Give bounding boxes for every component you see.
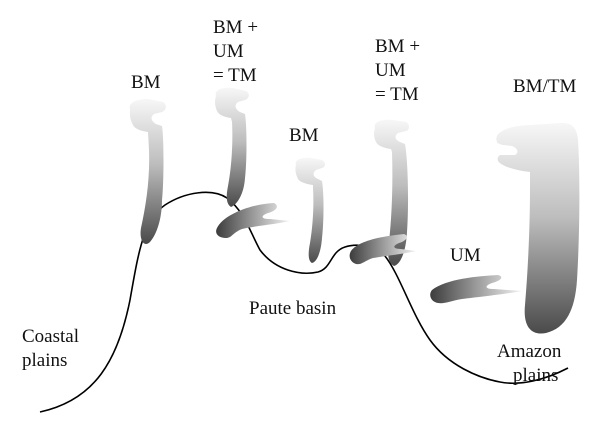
label-bmum-2-line-1: BM + bbox=[375, 36, 420, 57]
label-coastal-plains: Coastal plains bbox=[22, 326, 84, 371]
forest-shape-bmtm bbox=[496, 122, 580, 334]
forest-shape-bmum-2 bbox=[374, 119, 409, 266]
label-bmum-2-line-3: = TM bbox=[375, 84, 419, 105]
label-bmum-2: BM + UM = TM bbox=[375, 36, 425, 105]
forest-shape-bm-2 bbox=[295, 157, 325, 263]
label-coastal-line-1: Coastal bbox=[22, 326, 79, 347]
label-bmum-1-line-2: UM bbox=[213, 41, 244, 62]
label-amazon-line-2: plains bbox=[513, 365, 558, 386]
forest-shape-um-2 bbox=[349, 234, 416, 265]
label-bmum-2-line-2: UM bbox=[375, 60, 406, 81]
forest-shape-bmum-1 bbox=[215, 87, 249, 207]
forest-shape-um-3 bbox=[430, 275, 522, 304]
label-bmtm: BM/TM bbox=[513, 76, 576, 97]
terrain-profile bbox=[39, 191, 569, 413]
label-amazon-line-1: Amazon bbox=[497, 341, 562, 362]
label-bmum-1-line-3: = TM bbox=[213, 65, 257, 86]
label-bm-2: BM bbox=[289, 125, 319, 146]
label-um: UM bbox=[450, 245, 481, 266]
label-coastal-line-2: plains bbox=[22, 350, 67, 371]
label-bm-1: BM bbox=[131, 72, 161, 93]
forest-shape-bm-1 bbox=[129, 99, 166, 245]
label-amazon-plains: Amazon plains bbox=[497, 341, 566, 386]
label-bmum-1: BM + UM = TM bbox=[213, 17, 263, 86]
label-paute-basin: Paute basin bbox=[249, 298, 337, 319]
forest-shape-um-1 bbox=[216, 203, 290, 238]
label-bmum-1-line-1: BM + bbox=[213, 17, 258, 38]
